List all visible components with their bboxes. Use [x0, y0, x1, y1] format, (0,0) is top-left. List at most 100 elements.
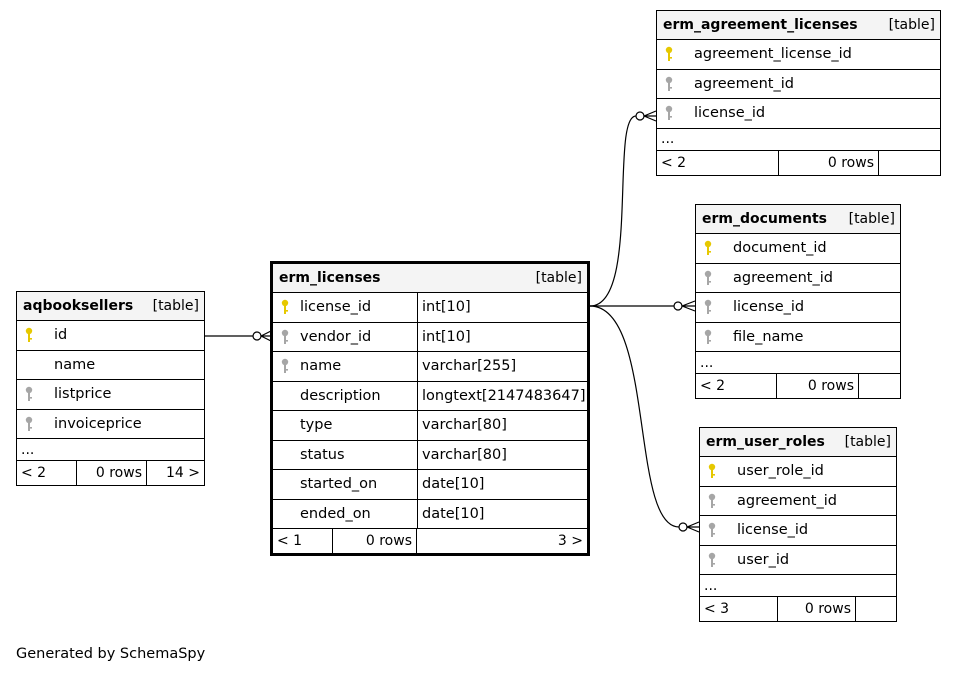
no-key-icon — [273, 470, 300, 499]
column-row[interactable]: license_id — [657, 99, 940, 129]
edge-agreement-licenses-crowfoot — [643, 110, 657, 122]
table-name[interactable]: erm_documents — [702, 211, 827, 227]
children-link[interactable] — [856, 597, 896, 621]
more-columns-ellipsis[interactable]: ... — [696, 352, 900, 374]
column-row[interactable]: file_name — [696, 323, 900, 352]
column-name: id — [54, 327, 68, 344]
parents-link[interactable]: < 2 — [696, 374, 777, 398]
row-count: 0 rows — [333, 529, 417, 553]
column-row[interactable]: agreement_id — [657, 70, 940, 99]
row-count: 0 rows — [777, 374, 859, 398]
column-name: document_id — [733, 240, 827, 257]
parents-link[interactable]: < 3 — [700, 597, 778, 621]
column-type: varchar[80] — [422, 446, 507, 463]
parents-link[interactable]: < 1 — [273, 529, 333, 553]
more-columns-ellipsis[interactable]: ... — [700, 575, 896, 597]
column-row[interactable]: user_id — [700, 546, 896, 575]
no-key-icon — [17, 351, 44, 380]
children-link[interactable]: 14 > — [166, 465, 200, 481]
foreign-key-icon — [17, 410, 44, 439]
primary-key-icon — [657, 40, 684, 69]
column-name: agreement_id — [737, 492, 837, 509]
column-row[interactable]: license_id — [700, 516, 896, 546]
foreign-key-icon — [273, 352, 300, 381]
edge-aqbooksellers-crowfoot — [260, 330, 272, 342]
edge-erm-licenses-user-roles — [589, 305, 680, 528]
primary-key-icon — [273, 293, 300, 322]
column-row[interactable]: document_id — [696, 234, 900, 264]
foreign-key-icon — [700, 487, 727, 516]
column-row[interactable]: license_id — [696, 293, 900, 323]
column-name: file_name — [733, 328, 804, 345]
column-row[interactable]: user_role_id — [700, 457, 896, 487]
edge-documents-optional-marker — [673, 301, 683, 311]
table-header[interactable]: erm_documents[table] — [696, 205, 900, 234]
more-columns-ellipsis[interactable]: ... — [657, 129, 940, 151]
foreign-key-icon — [657, 70, 684, 99]
foreign-key-icon — [17, 380, 44, 409]
column-name: invoiceprice — [54, 415, 142, 432]
parents-link[interactable]: < 2 — [17, 461, 77, 485]
column-name: ended_on — [300, 499, 418, 528]
column-row[interactable]: name — [17, 351, 204, 380]
foreign-key-icon — [273, 323, 300, 352]
column-name: user_id — [737, 551, 790, 568]
row-count: 0 rows — [77, 461, 147, 485]
table-kind: [table] — [888, 17, 935, 33]
edge-documents-crowfoot — [681, 300, 696, 312]
children-link[interactable] — [879, 151, 940, 175]
column-name: listprice — [54, 386, 112, 403]
table-name[interactable]: erm_user_roles — [706, 434, 825, 450]
table-erm-agreement-licenses[interactable]: erm_agreement_licenses [table] agreement_l… — [656, 10, 941, 176]
children-link[interactable] — [859, 374, 900, 398]
table-aqbooksellers[interactable]: aqbooksellers [table] id name listprice invoi… — [16, 291, 205, 486]
table-header[interactable]: erm_agreement_licenses [table] — [657, 11, 940, 40]
table-header[interactable]: erm_user_roles[table] — [700, 428, 896, 457]
edge-aqbooksellers-optional-marker — [252, 331, 262, 341]
column-name: license_id — [737, 522, 809, 539]
edge-agreement-licenses-optional-marker — [635, 111, 645, 121]
children-link[interactable]: 3 > — [557, 533, 583, 549]
column-type: varchar[255] — [422, 358, 517, 375]
no-key-icon — [273, 382, 300, 411]
table-header[interactable]: erm_licenses[table] — [273, 264, 587, 293]
column-name: description — [300, 381, 418, 410]
column-row[interactable]: agreement_license_id — [657, 40, 940, 70]
table-erm-documents[interactable]: erm_documents[table] document_id agreement… — [695, 204, 901, 399]
more-columns-ellipsis[interactable]: ... — [17, 439, 204, 461]
table-name[interactable]: aqbooksellers — [23, 298, 134, 314]
table-name[interactable]: erm_licenses — [279, 270, 381, 286]
foreign-key-icon — [696, 293, 723, 322]
parents-link[interactable]: < 2 — [657, 150, 779, 175]
column-row[interactable]: id — [17, 321, 204, 351]
column-row[interactable]: invoiceprice — [17, 410, 204, 439]
column-row[interactable]: listprice — [17, 380, 204, 410]
column-type: date[10] — [422, 476, 485, 493]
column-type: varchar[80] — [422, 417, 507, 434]
column-name: user_role_id — [737, 463, 824, 480]
edge-user-roles-optional-marker — [678, 522, 688, 532]
column-row[interactable]: agreement_id — [700, 487, 896, 516]
column-row[interactable]: agreement_id — [696, 264, 900, 293]
foreign-key-icon — [700, 516, 727, 545]
table-name[interactable]: erm_agreement_licenses — [663, 17, 858, 33]
table-header[interactable]: aqbooksellers [table] — [17, 292, 204, 321]
row-count: 0 rows — [779, 150, 879, 175]
table-kind: [table] — [152, 298, 199, 314]
